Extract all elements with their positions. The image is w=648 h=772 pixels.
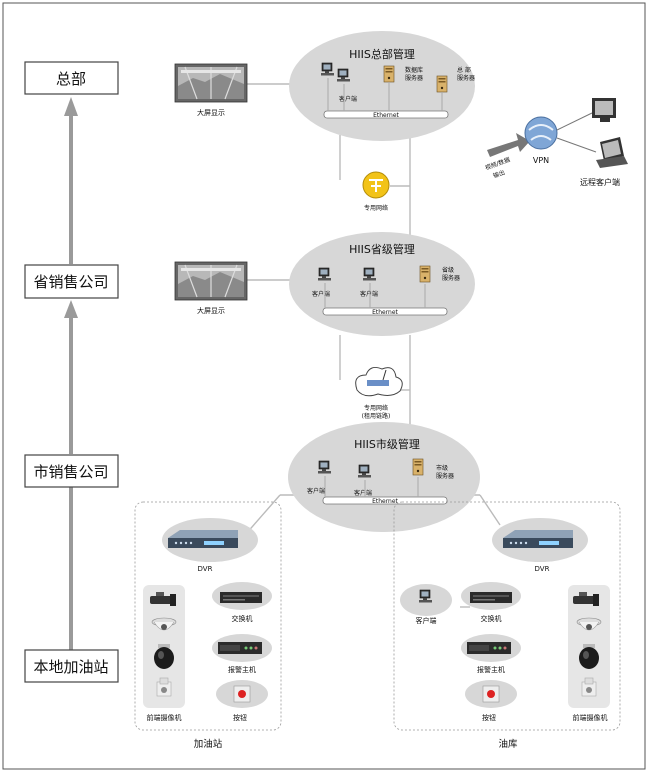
output-label: 视频/数据: [484, 155, 511, 171]
leased-network-label: 专用网络: [364, 404, 388, 412]
dvr-icon: [168, 530, 238, 548]
switch-icon: [220, 592, 262, 603]
dedicated-network-node: 专用网络: [362, 171, 390, 212]
remote-client-label: 远程客户端: [580, 177, 620, 187]
station-cameras-label: 前端摄像机: [147, 713, 182, 722]
big-screen-label: 大屏显示: [197, 108, 225, 117]
client-pc-icon: [362, 267, 377, 281]
station-button-label: 按钮: [233, 713, 247, 722]
level-label-city: 市销售公司: [33, 463, 108, 481]
level-label-province: 省销售公司: [33, 273, 108, 291]
depot-alarm-host-label: 报警主机: [477, 665, 505, 674]
province-title: HIIS省级管理: [349, 242, 415, 256]
alarm-host-icon: [467, 642, 511, 654]
depot-cameras-label: 前端摄像机: [573, 713, 608, 722]
remote-section: 视频/数据 输出 VPN 远程客户端: [484, 98, 628, 187]
db-server-icon: [383, 65, 395, 83]
city-server-label: 市级: [436, 464, 448, 472]
big-screen-icon: [174, 261, 248, 301]
db-server-label-2: 服务器: [405, 74, 423, 82]
depot-dvr-label: DVR: [535, 565, 550, 573]
province-server-label: 省级: [442, 266, 454, 274]
province-section: 大屏显示 HIIS省级管理 客户端 客户端 省级 服务器 Ethernet: [174, 232, 475, 336]
hq-server-label: 总 部: [457, 66, 471, 74]
db-server-label: 数据库: [405, 66, 423, 74]
client-pc-icon: [418, 589, 433, 603]
station-dvr-label: DVR: [198, 565, 213, 573]
level-label-station: 本地加油站: [33, 658, 108, 676]
hierarchy-column: 总部 省销售公司 市销售公司 本地加油站: [24, 61, 119, 683]
province-ethernet-label: Ethernet: [372, 309, 398, 316]
dvr-icon: [503, 530, 573, 548]
station-switch-label: 交换机: [232, 614, 253, 623]
alarm-host-icon: [218, 642, 262, 654]
city-title: HIIS市级管理: [354, 437, 420, 451]
switch-icon: [470, 592, 512, 603]
city-ethernet-label: Ethernet: [372, 498, 398, 505]
gas-station-section: DVR 前端摄像机 交换机 报警主机 按钮 加油站: [134, 501, 282, 750]
city-client2-label: 客户端: [354, 489, 372, 497]
output-label-2: 输出: [492, 168, 506, 180]
vpn-label: VPN: [533, 156, 549, 165]
depot-button-label: 按钮: [482, 713, 496, 722]
city-client1-label: 客户端: [307, 487, 325, 495]
province-client1-label: 客户端: [312, 290, 330, 298]
output-arrow-icon: [487, 133, 530, 157]
client-pc-icon: [320, 62, 335, 76]
router-icon: [367, 380, 389, 386]
vpn-globe-icon: [524, 116, 558, 150]
hq-server-icon: [436, 75, 448, 93]
station-alarm-host-label: 报警主机: [228, 665, 256, 674]
leased-network-node: 专用网络 (租用链路): [355, 367, 403, 420]
ethernet-label: Ethernet: [373, 112, 399, 119]
province-big-screen-label: 大屏显示: [197, 306, 225, 315]
remote-monitor-icon: [592, 98, 616, 122]
hq-title: HIIS总部管理: [349, 47, 415, 61]
province-client2-label: 客户端: [360, 290, 378, 298]
client-pc-icon: [317, 460, 332, 474]
level-box-province: 省销售公司: [24, 264, 119, 299]
oil-depot-section: DVR 客户端 交换机 报警主机 按钮 前端摄像机 油库: [393, 501, 621, 750]
hq-server-label-2: 服务器: [457, 74, 475, 82]
level-box-station: 本地加油站: [24, 649, 119, 683]
city-section: HIIS市级管理 客户端 客户端 市级 服务器 Ethernet: [288, 422, 480, 532]
remote-laptop-icon: [596, 137, 628, 168]
hq-section: 大屏显示 HIIS总部管理 客户端 数据库 服务器 总 部 服务器 Ethern…: [174, 31, 475, 141]
depot-switch-label: 交换机: [481, 614, 502, 623]
city-server-label-2: 服务器: [436, 472, 454, 480]
alarm-button-icon: [482, 685, 500, 703]
station-name: 加油站: [194, 738, 223, 750]
province-server-label-2: 服务器: [442, 274, 460, 282]
ethernet-bus: [322, 307, 448, 316]
big-screen-icon: [174, 63, 248, 103]
ethernet-bus: [323, 110, 449, 119]
client-pc-icon: [317, 267, 332, 281]
client-pc-icon: [336, 68, 351, 82]
client-pc-icon: [357, 464, 372, 478]
leased-network-sublabel: (租用链路): [362, 412, 391, 420]
alarm-button-icon: [233, 685, 251, 703]
level-label-hq: 总部: [56, 70, 86, 88]
depot-name: 油库: [498, 738, 518, 750]
city-server-icon: [412, 458, 424, 476]
dedicated-network-label: 专用网络: [364, 204, 388, 212]
depot-client-label: 客户端: [416, 616, 437, 625]
level-box-hq: 总部: [24, 61, 119, 95]
level-box-city: 市销售公司: [24, 454, 119, 488]
hq-client-label: 客户端: [339, 95, 357, 103]
province-server-icon: [419, 265, 431, 283]
